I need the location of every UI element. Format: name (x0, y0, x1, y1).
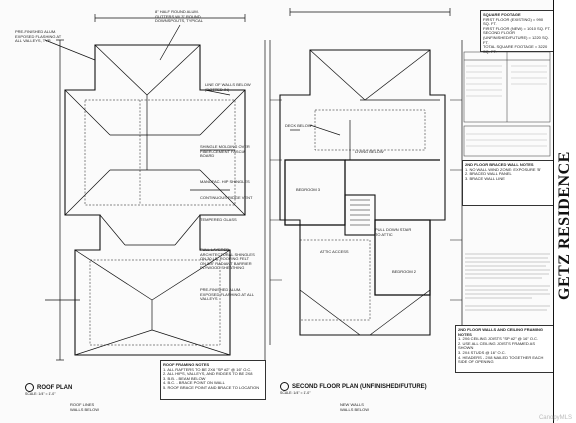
roof-plan-title: ROOF PLAN (37, 384, 73, 391)
roof-note: MANUFAC. HIP SHINGLES (200, 179, 250, 184)
second-floor-title: SECOND FLOOR PLAN (UNFINISHED/FUTURE) (292, 383, 427, 390)
room-label: BEDROOM 3 (296, 187, 321, 192)
roof-note: TEMPERED GLASS (200, 217, 237, 222)
roof-framing-title: ROOF FRAMING NOTES (163, 362, 210, 367)
wall-ceiling-framing-notes: 2ND FLOOR WALLS AND CEILING FRAMING NOTE… (455, 325, 554, 373)
room-label: DECK BELOW (285, 123, 312, 128)
roof-note: CONTINUOUS RIDGE VENT (200, 195, 253, 200)
braced-wall-line: 1. NO WALL WIND ZONE: EXPOSURE 'B' (465, 166, 541, 172)
square-footage-title: SQUARE FOOTAGE (483, 12, 521, 17)
legend-walls-below: WALLS BELOW (340, 406, 369, 412)
roof-plan-scale: SCALE: 1/4" = 1'-0" (25, 392, 56, 396)
plan-drawing (44, 8, 463, 361)
sqft-row: FIRST FLOOR (NEW) = 1010 SQ. FT. (483, 25, 551, 31)
second-floor-scale: SCALE: 1/4" = 1'-0" (280, 391, 311, 395)
legend-new-walls: NEW WALLS (340, 402, 364, 407)
general-notes (465, 253, 550, 311)
room-label: BEDROOM 2 (392, 269, 417, 274)
section-marker-icon (280, 382, 289, 391)
roof-note: SHINGLE MOLDING OVER FIBER-CEMENT FASCIA… (200, 144, 250, 159)
residence-name: GETZ RESIDENCE (556, 151, 573, 300)
roof-legend: ROOF LINES WALLS BELOW (70, 402, 99, 412)
floor-legend: NEW WALLS WALLS BELOW (340, 402, 369, 412)
framing-line: 1. 2X6 CEILING JOISTS "SP #2" @ 16" O.C. (458, 336, 539, 342)
framing-notes-title: 2ND FLOOR WALLS AND CEILING FRAMING NOTE… (458, 327, 543, 337)
sqft-row: TOTAL SQUARE FOOTAGE = 3220 SQ. FT. (483, 44, 548, 54)
room-label: PULL DOWN STAIR TO ATTIC (375, 227, 412, 237)
roof-framing-line: 3. B.B. - BEAM BELOW (163, 375, 206, 381)
roof-framing-line: 4. B.C. - BRACE POINT ON WALL (163, 380, 225, 386)
sqft-row: FIRST FLOOR (EXISTING) = 990 SQ. FT. (483, 16, 544, 27)
roof-framing-notes: ROOF FRAMING NOTES 1. ALL RAFTERS TO BE … (160, 360, 266, 400)
watermark: CanopyMLS (538, 415, 572, 421)
roof-framing-line: 5. ROOF BRACE POINT AND BRACE TO LOCATIO… (163, 384, 260, 390)
header-schedule-table (463, 51, 551, 157)
roof-framing-line: 2. ALL HIPS, VALLEYS, AND RIDGES TO BE 2… (163, 371, 253, 377)
room-label: LIVING BELOW (355, 149, 384, 154)
braced-wall-title: 2ND FLOOR BRACED WALL NOTES (465, 162, 534, 167)
section-marker-icon (25, 383, 34, 392)
roof-framing-line: 1. ALL RAFTERS TO BE 2X6 "SP #2" @ 16" O… (163, 366, 252, 372)
roof-note: LINE OF WALLS BELOW (DOTTED IN) (205, 82, 251, 92)
title-block: GETZ RESIDENCE (553, 0, 576, 423)
room-label: ATTIC ACCESS (320, 249, 349, 254)
roof-note: PRE-FINISHED ALUM. EXPOSED FLASHING AT A… (200, 287, 254, 302)
braced-wall-line: 3. BRACE WALL LINE (465, 175, 505, 181)
roof-plan-title-block: ROOF PLAN SCALE: 1/4" = 1'-0" (25, 383, 155, 396)
sqft-row: SECOND FLOOR (UNFINISHED/FUTURE) = 1220 … (483, 30, 549, 45)
roof-note: 8" HALF ROUND ALUM. GUTTERS W/ 3" ROUND … (155, 9, 203, 24)
legend-roof-lines: ROOF LINES (70, 402, 95, 407)
framing-line: 2. USE ALL CEILING JOISTS FRAMED AS SHOW… (458, 340, 535, 351)
square-footage-table: SQUARE FOOTAGE FIRST FLOOR (EXISTING) = … (480, 10, 554, 54)
legend-walls-below: WALLS BELOW (70, 406, 99, 412)
braced-wall-notes: 2ND FLOOR BRACED WALL NOTES 1. NO WALL W… (462, 160, 554, 206)
framing-line: 4. HEADERS - 2X8 NAILED TOGETHER EACH SI… (458, 354, 544, 365)
roof-note: FULL LAYERED ARCHITECTURAL SHINGLES ON 3… (200, 247, 255, 271)
framing-line: 3. 2X4 STUDS @ 16" O.C. (458, 349, 506, 355)
second-floor-title-block: SECOND FLOOR PLAN (UNFINISHED/FUTURE) SC… (280, 382, 455, 395)
roof-note: PRE-FINISHED ALUM. EXPOSED FLASHING AT A… (15, 29, 62, 44)
braced-wall-line: 2. BRACED WALL PANEL (465, 171, 512, 177)
